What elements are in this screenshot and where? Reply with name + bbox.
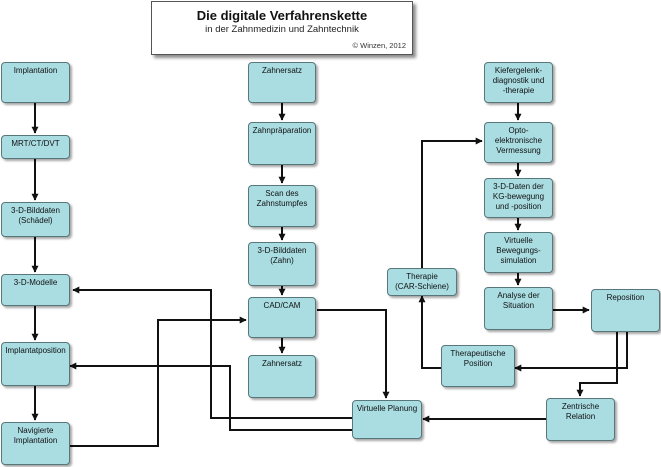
edge-reposition-therapeutische (514, 332, 628, 372)
node-zentrische-relation: Zentrische Relation (546, 398, 615, 441)
node-navigierte-implantation: Navigierte Implantation (1, 422, 70, 465)
node-zahnersatz-top: Zahnersatz (248, 62, 316, 103)
edge-navigiert-cadcam (70, 316, 247, 447)
node-opto-vermessung: Opto- elektronische Vermessung (484, 122, 553, 163)
node-reposition: Reposition (591, 289, 660, 332)
node-3d-bilddaten-zahn: 3-D-Bilddaten (Zahn) (248, 242, 316, 286)
node-implantation: Implantation (1, 62, 70, 103)
node-zahnpraeparation: Zahnpräparation (248, 122, 316, 165)
edge-therapeutische-therapie (418, 295, 441, 369)
title-box: Die digitale Verfahrenskette in der Zahn… (151, 1, 413, 55)
edge-planung-implantatposition (69, 362, 352, 431)
copyright-note: © Winzen, 2012 (352, 41, 406, 50)
node-kiefergelenk: Kiefergelenk- diagnostik und -therapie (484, 62, 553, 103)
diagram-title: Die digitale Verfahrenskette (196, 8, 368, 23)
node-virtuelle-planung: Virtuelle Planung (352, 400, 422, 439)
node-therapeutische-position: Therapeutische Position (441, 345, 515, 387)
node-implantatposition: Implantatposition (1, 342, 70, 386)
edge-planung-modelle (72, 286, 352, 419)
node-virtuelle-bewegung: Virtuelle Bewegungs- simulation (484, 232, 553, 273)
node-3d-bilddaten-schaedel: 3-D-Bilddaten (Schädel) (1, 202, 70, 237)
edge-therapie-opto (421, 137, 483, 268)
edge-cadcam-planung (317, 309, 390, 399)
node-analyse-situation: Analyse der Situation (484, 287, 553, 330)
node-3d-modelle: 3-D-Modelle (1, 274, 70, 306)
diagram-subtitle: in der Zahnmedizin und Zahntechnik (205, 24, 359, 35)
node-zahnersatz-bottom: Zahnersatz (248, 355, 316, 398)
node-therapie: Therapie (CAR-Schiene) (387, 268, 457, 296)
node-cad-cam: CAD/CAM (248, 297, 316, 338)
node-scan-zahnstumpfes: Scan des Zahnstumpfes (248, 185, 316, 227)
edge-reposition-zentrische (576, 332, 618, 397)
node-mrt-ct-dvt: MRT/CT/DVT (1, 135, 70, 159)
node-kg-daten: 3-D-Daten der KG-bewegung und -position (484, 178, 553, 218)
